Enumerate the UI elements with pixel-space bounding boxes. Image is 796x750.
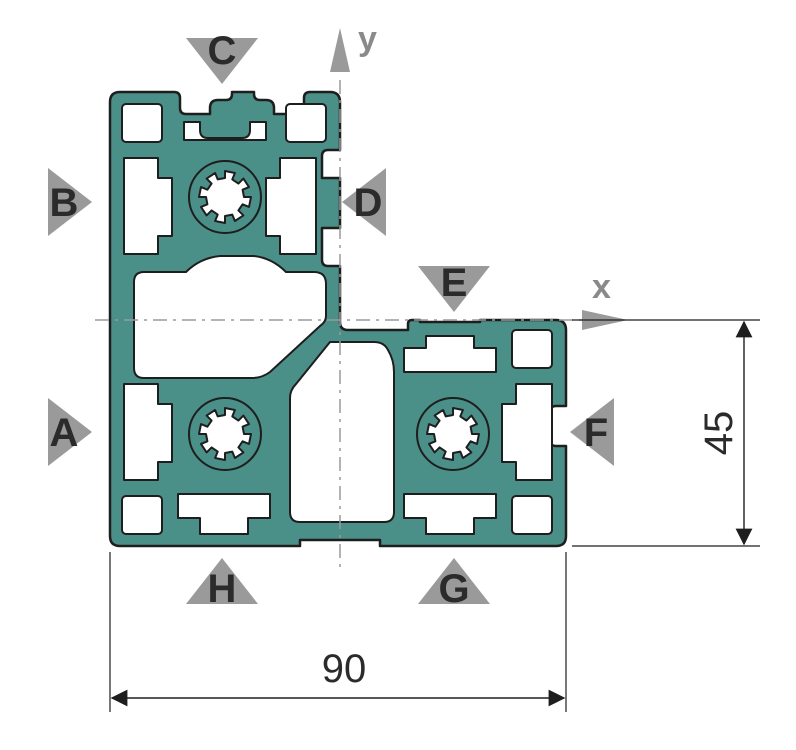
t-slot-cavity <box>403 493 497 535</box>
bore-gear <box>198 170 252 224</box>
marker-triangle <box>48 168 92 236</box>
t-slot-cavity <box>123 157 173 255</box>
axes: y x <box>95 20 628 570</box>
face-label-h: H <box>208 567 237 611</box>
face-marker-b: B <box>48 168 92 236</box>
y-axis-arrow <box>330 28 350 72</box>
corner-cavity <box>511 495 553 535</box>
t-slot-cavity <box>403 335 497 373</box>
face-label-d: D <box>354 181 383 225</box>
face-label-b: B <box>50 181 79 225</box>
center-cavity <box>133 255 327 379</box>
face-marker-c: C <box>186 29 258 84</box>
center-cavity <box>289 341 395 523</box>
face-marker-d: D <box>342 168 386 236</box>
t-slot-cavity <box>265 157 317 255</box>
marker-triangle <box>186 558 258 604</box>
x-axis-label: x <box>592 268 611 306</box>
face-label-c: C <box>208 29 237 73</box>
corner-cavity <box>511 329 553 369</box>
height-dimension-label: 45 <box>697 411 741 456</box>
corner-cavity <box>121 495 163 535</box>
face-marker-e: E <box>418 261 490 312</box>
t-slot-cavity <box>501 383 553 481</box>
bore-gear <box>198 407 252 461</box>
core-bores <box>188 160 490 471</box>
marker-triangle <box>48 398 92 466</box>
marker-triangle <box>418 266 490 312</box>
t-slot-cavity <box>123 383 173 481</box>
corner-cavity <box>285 103 327 143</box>
face-label-a: A <box>50 411 79 455</box>
bore-gear <box>426 407 480 461</box>
width-dimension-label: 90 <box>322 647 367 691</box>
face-markers: C B D E A F H G <box>48 29 614 611</box>
face-marker-a: A <box>48 398 92 466</box>
t-slot-cavity <box>177 493 271 535</box>
aluminium-profile <box>108 90 568 548</box>
marker-triangle <box>570 398 614 466</box>
cavities <box>121 103 553 535</box>
dimensions: 90 45 <box>109 319 760 712</box>
face-marker-f: F <box>570 398 614 466</box>
face-label-e: E <box>441 261 468 305</box>
marker-triangle <box>418 558 490 604</box>
face-marker-h: H <box>186 558 258 611</box>
face-marker-g: G <box>418 558 490 611</box>
marker-triangle <box>186 38 258 84</box>
corner-cavity <box>121 103 163 143</box>
t-slot-cavity <box>183 121 267 141</box>
face-label-f: F <box>584 411 608 455</box>
marker-triangle <box>342 168 386 236</box>
face-label-g: G <box>438 567 469 611</box>
y-axis-label: y <box>358 20 377 58</box>
